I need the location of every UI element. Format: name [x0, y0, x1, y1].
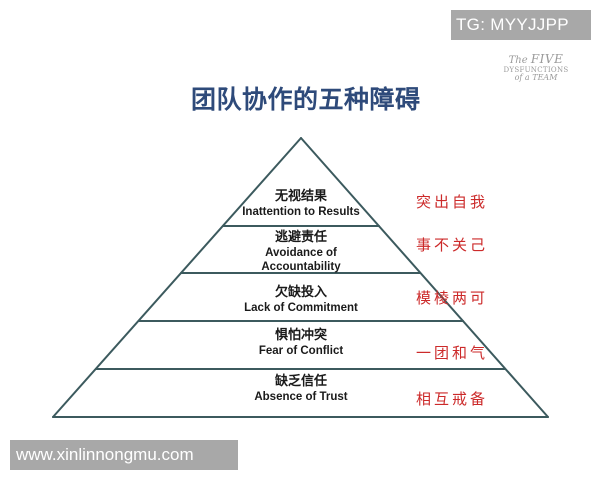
tier-en-label: Inattention to Results — [242, 206, 360, 218]
tier-avoidance-of-accountability: 逃避责任 Avoidance of Accountability — [181, 230, 421, 274]
tier-fear-of-conflict: 惧怕冲突 Fear of Conflict — [181, 328, 421, 358]
tier-en-label: Fear of Conflict — [258, 345, 344, 357]
watermark-site-badge: www.xinlinnongmu.com — [10, 440, 238, 470]
book-logo-main: FIVE — [530, 52, 564, 66]
tier-cn-label: 逃避责任 — [274, 230, 327, 245]
page-title: 团队协作的五种障碍 — [191, 85, 421, 114]
book-logo-line2: DYSFUNCTIONS — [503, 65, 569, 74]
tier-en-label-line2: Accountability — [261, 261, 341, 273]
book-logo: The FIVE DYSFUNCTIONS of a TEAM — [496, 53, 576, 82]
watermark-tg-badge: TG: MYYJJPP — [451, 10, 591, 40]
tier-cn-label: 惧怕冲突 — [274, 328, 327, 343]
tier-cn-label: 无视结果 — [274, 189, 327, 204]
tier-cn-label: 欠缺投入 — [274, 285, 327, 300]
note-fear-of-conflict: 一团和气 — [416, 344, 489, 362]
tier-lack-of-commitment: 欠缺投入 Lack of Commitment — [181, 285, 421, 315]
book-logo-line3: of a TEAM — [514, 72, 558, 82]
tier-absence-of-trust: 缺乏信任 Absence of Trust — [181, 374, 421, 404]
note-avoidance-of-accountability: 事不关己 — [416, 236, 489, 254]
note-absence-of-trust: 相互戒备 — [416, 390, 489, 408]
tier-en-label: Absence of Trust — [254, 391, 348, 403]
tier-inattention-to-results: 无视结果 Inattention to Results — [181, 189, 421, 219]
pyramid-right-edge — [300, 137, 549, 418]
note-lack-of-commitment: 模棱两可 — [416, 289, 489, 307]
pyramid-left-edge — [52, 137, 302, 418]
book-logo-line1: The FIVE — [496, 53, 576, 67]
note-inattention-to-results: 突出自我 — [416, 193, 489, 211]
tier-cn-label: 缺乏信任 — [274, 374, 327, 389]
tier-en-label: Lack of Commitment — [244, 302, 358, 314]
book-logo-prefix: The — [508, 55, 528, 66]
tier-en-label-line1: Avoidance of — [265, 247, 337, 259]
